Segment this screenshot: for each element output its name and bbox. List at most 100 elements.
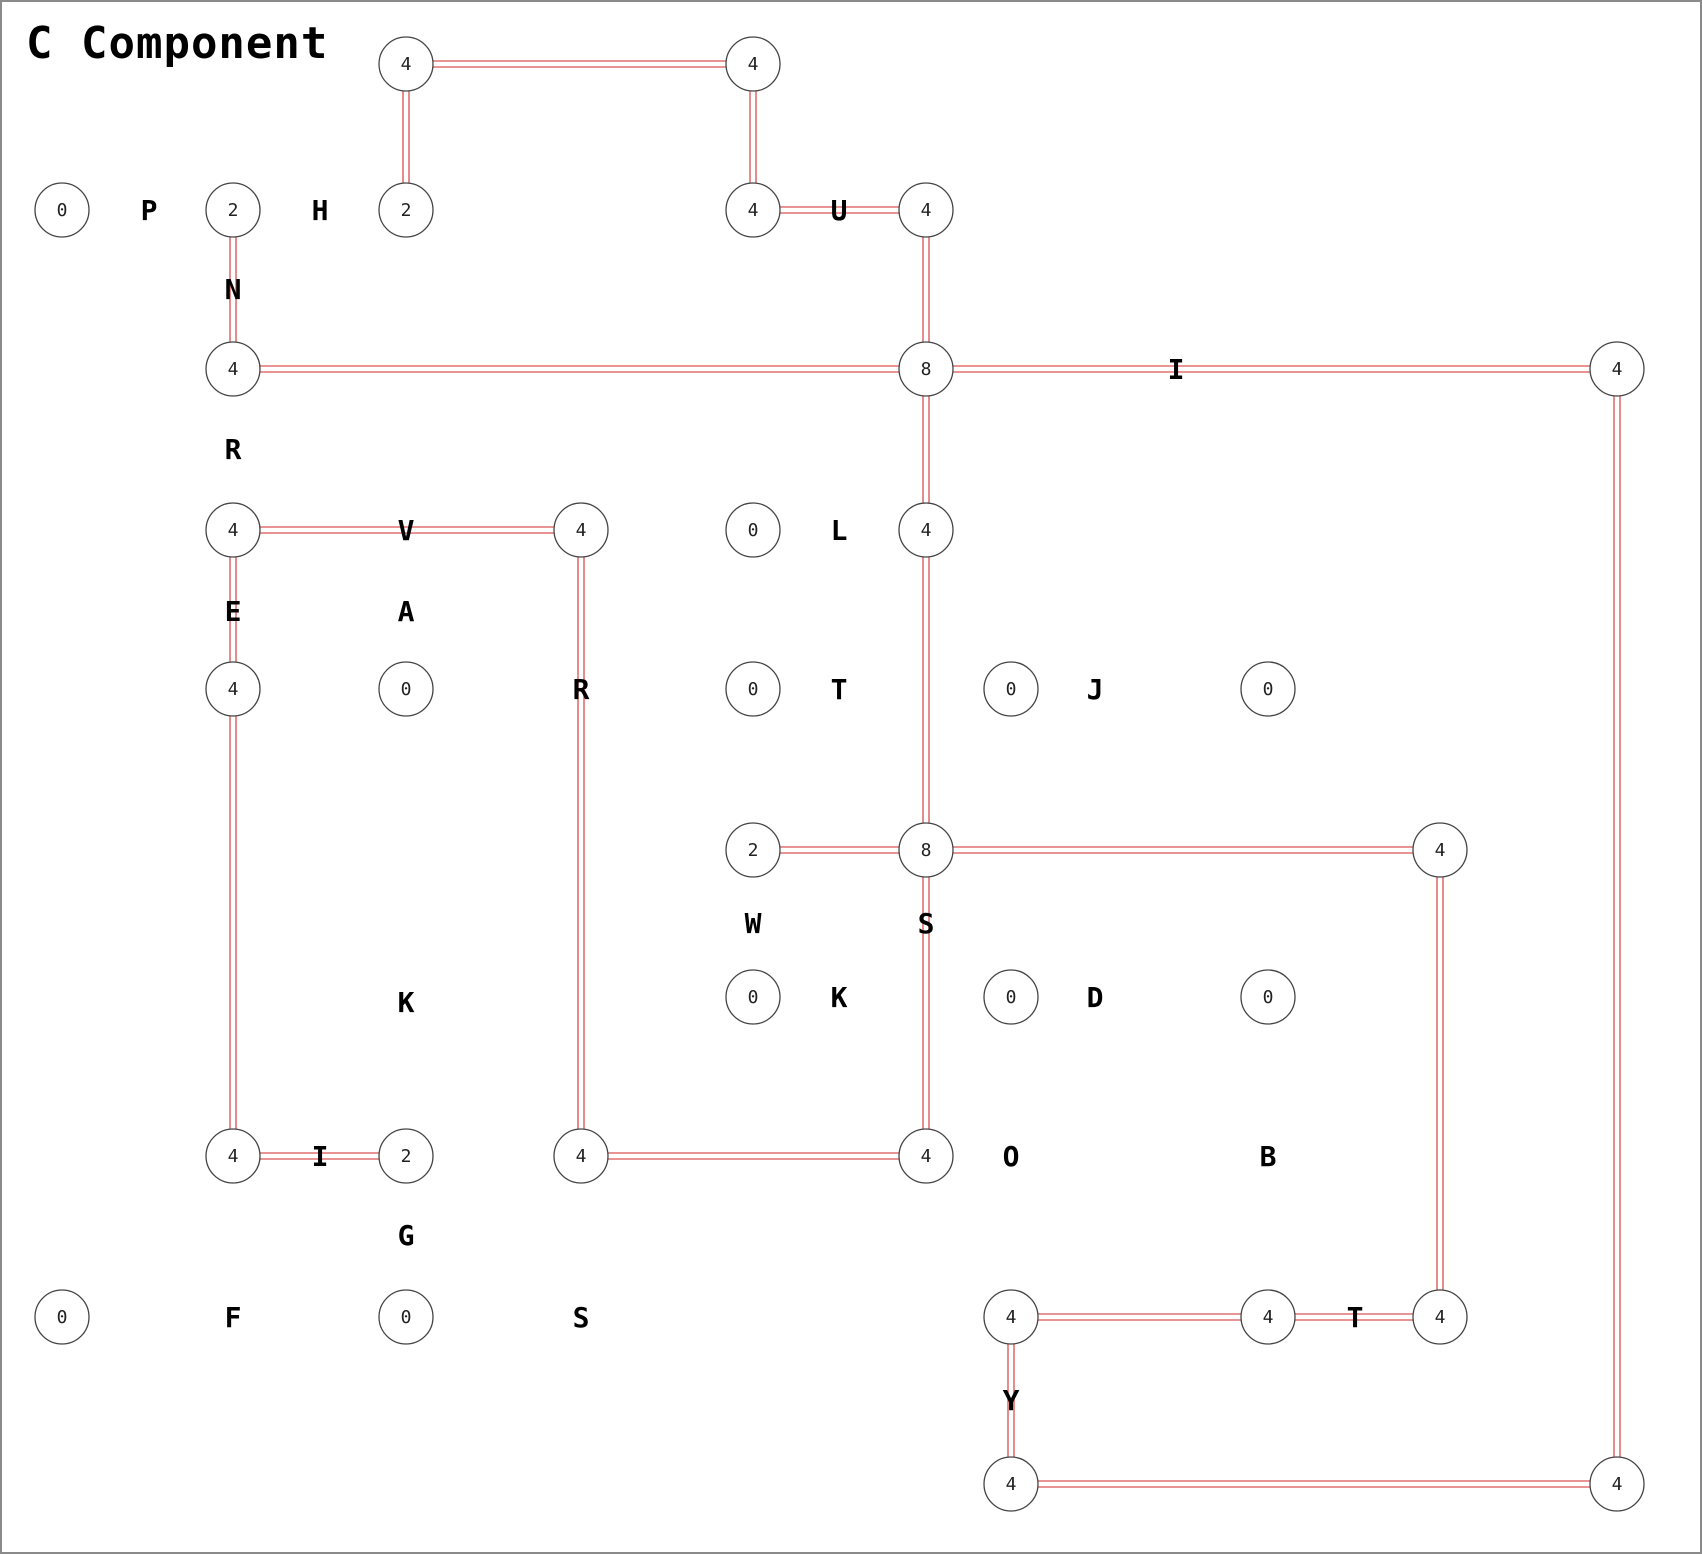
node-circle (34, 182, 90, 238)
node-value: 4 (921, 520, 932, 541)
letter-label: U (831, 194, 848, 227)
node[interactable]: 0 (1240, 661, 1296, 717)
node-circle (553, 1128, 609, 1184)
node-circle (205, 1128, 261, 1184)
node[interactable]: 4 (205, 661, 261, 717)
node[interactable]: 4 (205, 1128, 261, 1184)
node[interactable]: 4 (1589, 1456, 1645, 1512)
letter-label: T (831, 673, 848, 706)
edge (753, 846, 926, 854)
node[interactable]: 4 (378, 36, 434, 92)
edge (1436, 850, 1444, 1317)
node-value: 0 (1263, 987, 1274, 1008)
node-circle (205, 661, 261, 717)
node[interactable]: 0 (378, 661, 434, 717)
node[interactable]: 4 (205, 341, 261, 397)
node-circle (898, 822, 954, 878)
node[interactable]: 2 (205, 182, 261, 238)
node[interactable]: 8 (898, 341, 954, 397)
node-circle (205, 182, 261, 238)
node-circle (725, 182, 781, 238)
node-circle (378, 1128, 434, 1184)
node-circle (725, 502, 781, 558)
node-value: 4 (748, 200, 759, 221)
node[interactable]: 4 (983, 1456, 1039, 1512)
letter-label: W (745, 907, 762, 940)
node[interactable]: 0 (378, 1289, 434, 1345)
node-circle (725, 661, 781, 717)
node[interactable]: 4 (898, 1128, 954, 1184)
node-value: 4 (401, 54, 412, 75)
node[interactable]: 4 (898, 182, 954, 238)
node[interactable]: 2 (725, 822, 781, 878)
node[interactable]: 4 (898, 502, 954, 558)
edge (577, 530, 585, 1156)
node-circle (1412, 822, 1468, 878)
node-circle (1240, 1289, 1296, 1345)
node[interactable]: 4 (553, 1128, 609, 1184)
node[interactable]: 2 (378, 1128, 434, 1184)
node[interactable]: 2 (378, 182, 434, 238)
node[interactable]: 0 (1240, 969, 1296, 1025)
edge (1268, 1313, 1440, 1321)
letter-label: S (573, 1301, 590, 1334)
letter-label: T (1347, 1301, 1364, 1334)
node[interactable]: 4 (983, 1289, 1039, 1345)
letter-label: Y (1003, 1384, 1020, 1417)
letter-label: O (1003, 1140, 1020, 1173)
edge (581, 1152, 926, 1160)
node-circle (983, 1289, 1039, 1345)
node-value: 4 (921, 1146, 932, 1167)
node[interactable]: 0 (983, 661, 1039, 717)
node-circle (205, 341, 261, 397)
letter-label: V (398, 514, 415, 547)
node[interactable]: 4 (1412, 822, 1468, 878)
node-value: 4 (228, 679, 239, 700)
node-circle (1589, 1456, 1645, 1512)
node-circle (553, 502, 609, 558)
letter-label: I (312, 1140, 329, 1173)
node-value: 4 (228, 359, 239, 380)
node-value: 4 (576, 520, 587, 541)
edge (922, 850, 930, 1156)
node-value: 4 (228, 1146, 239, 1167)
node-circle (725, 36, 781, 92)
node-circle (1412, 1289, 1468, 1345)
letter-label: R (573, 673, 590, 706)
edge (229, 689, 237, 1156)
node-value: 4 (1435, 1307, 1446, 1328)
letter-label: J (1087, 673, 1104, 706)
edge (1011, 1313, 1268, 1321)
node-value: 2 (748, 840, 759, 861)
node-circle (1240, 969, 1296, 1025)
node[interactable]: 4 (1589, 341, 1645, 397)
node-circle (378, 182, 434, 238)
node[interactable]: 0 (725, 661, 781, 717)
node[interactable]: 0 (725, 502, 781, 558)
node-circle (983, 661, 1039, 717)
node[interactable]: 8 (898, 822, 954, 878)
letter-label: K (398, 986, 415, 1019)
node[interactable]: 4 (1412, 1289, 1468, 1345)
node-value: 8 (921, 840, 932, 861)
node-value: 0 (1006, 679, 1017, 700)
node[interactable]: 0 (34, 1289, 90, 1345)
letter-label: N (225, 273, 242, 306)
node-value: 8 (921, 359, 932, 380)
node[interactable]: 4 (725, 36, 781, 92)
node-value: 2 (401, 200, 412, 221)
page-title: C Component (26, 18, 329, 69)
node[interactable]: 0 (34, 182, 90, 238)
node-circle (378, 1289, 434, 1345)
node[interactable]: 4 (205, 502, 261, 558)
node-value: 2 (228, 200, 239, 221)
node-value: 4 (921, 200, 932, 221)
edge (1011, 1480, 1617, 1488)
node[interactable]: 0 (983, 969, 1039, 1025)
node[interactable]: 4 (553, 502, 609, 558)
node-circle (898, 182, 954, 238)
node[interactable]: 4 (1240, 1289, 1296, 1345)
node[interactable]: 4 (725, 182, 781, 238)
node[interactable]: 0 (725, 969, 781, 1025)
edge (233, 365, 926, 373)
